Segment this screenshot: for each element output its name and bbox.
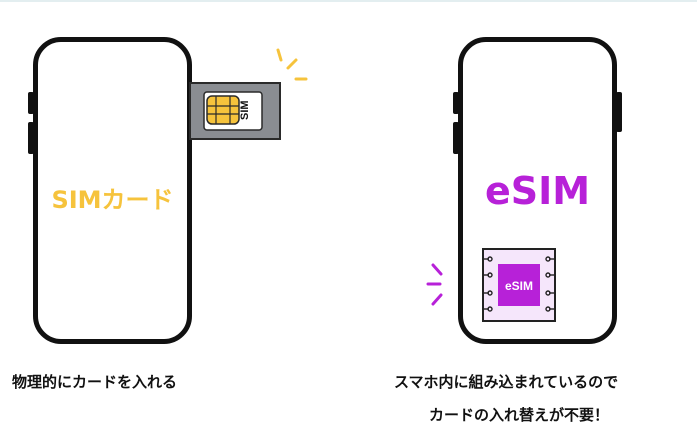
sim-card-label: SIMカード — [51, 186, 174, 214]
phone-side-button — [616, 92, 622, 132]
sim-tray-icon: SIM — [189, 82, 281, 140]
sparkle-icon — [426, 263, 443, 306]
caption-esim-line1: スマホ内に組み込まれているので — [394, 373, 619, 391]
esim-label: eSIM — [484, 169, 591, 213]
sim-tray-text: SIM — [239, 100, 251, 120]
caption-physical-sim: 物理的にカードを入れる — [12, 373, 178, 391]
esim-chip-text: eSIM — [505, 279, 533, 293]
phone-side-button — [28, 122, 34, 154]
phone-physical-sim: SIMカード — [33, 37, 192, 344]
phone-side-button — [453, 122, 459, 154]
phone-side-button — [453, 92, 459, 114]
sparkle-icon — [276, 48, 308, 81]
caption-esim-line2: カードの入れ替えが不要！ — [429, 406, 610, 424]
sim-card-icon — [206, 95, 240, 125]
esim-chip-icon: eSIM — [482, 248, 556, 322]
top-divider — [0, 0, 697, 2]
phone-side-button — [28, 92, 34, 114]
